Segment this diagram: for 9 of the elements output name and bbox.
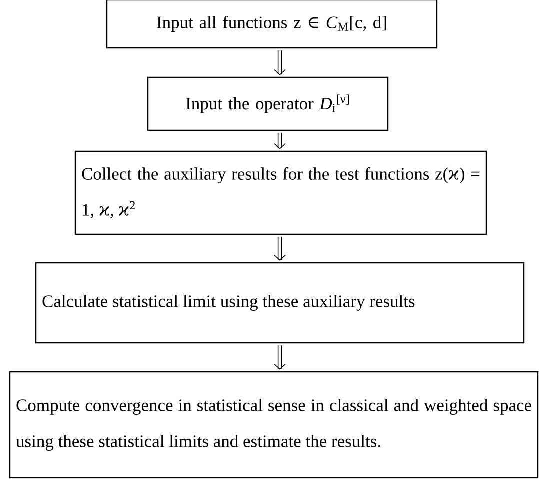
process-box: Input the operator D$_{i}$[ν] <box>147 76 389 132</box>
double-arrow <box>274 346 286 370</box>
process-box: Compute convergence in statistical sense in classical and weighted space using these statistical limits and estimate the results. <box>9 371 539 479</box>
process-box: Collect the auxiliary results for the test functions z(ϰ) = 1, ϰ, ϰ$^{2}$ <box>74 150 488 236</box>
process-box: Input all functions z ∈ C$_{M}$[c, d] <box>106 0 438 49</box>
process-box: Calculate statistical limit using these auxiliary results <box>35 262 525 344</box>
double-arrow <box>274 237 286 261</box>
double-arrow <box>274 50 286 76</box>
double-arrow <box>274 133 286 150</box>
